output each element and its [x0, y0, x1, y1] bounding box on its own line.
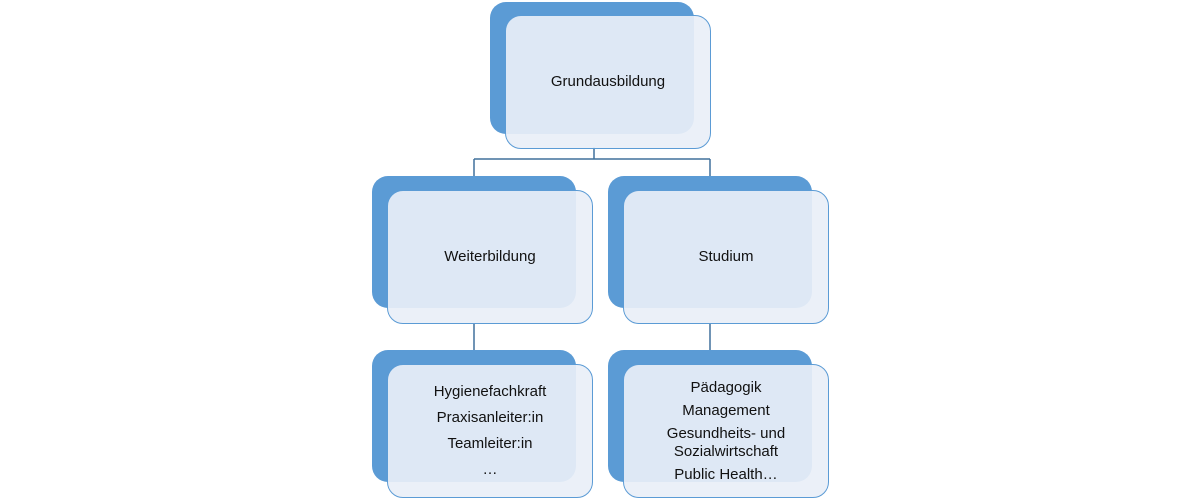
list-item: Hygienefachkraft [433, 383, 547, 400]
node-label: Studium [698, 248, 754, 265]
node-label: Grundausbildung [550, 73, 666, 90]
node-box: Hygienefachkraft Praxisanleiter:in Teaml… [387, 364, 593, 498]
list-item: Gesundheits- und Sozialwirtschaft [666, 425, 786, 460]
node-box: Grundausbildung [505, 15, 711, 149]
list-item: Praxisanleiter:in [436, 409, 544, 426]
list-item: Public Health… [674, 465, 778, 483]
list-item: Teamleiter:in [447, 435, 533, 452]
node-box: Studium [623, 190, 829, 324]
list-item: … [482, 461, 498, 478]
list-item: Management [682, 402, 770, 420]
list-item: Pädagogik [690, 378, 762, 396]
node-label: Weiterbildung [444, 248, 536, 265]
node-box: Pädagogik Management Gesundheits- und So… [623, 364, 829, 498]
node-box: Weiterbildung [387, 190, 593, 324]
